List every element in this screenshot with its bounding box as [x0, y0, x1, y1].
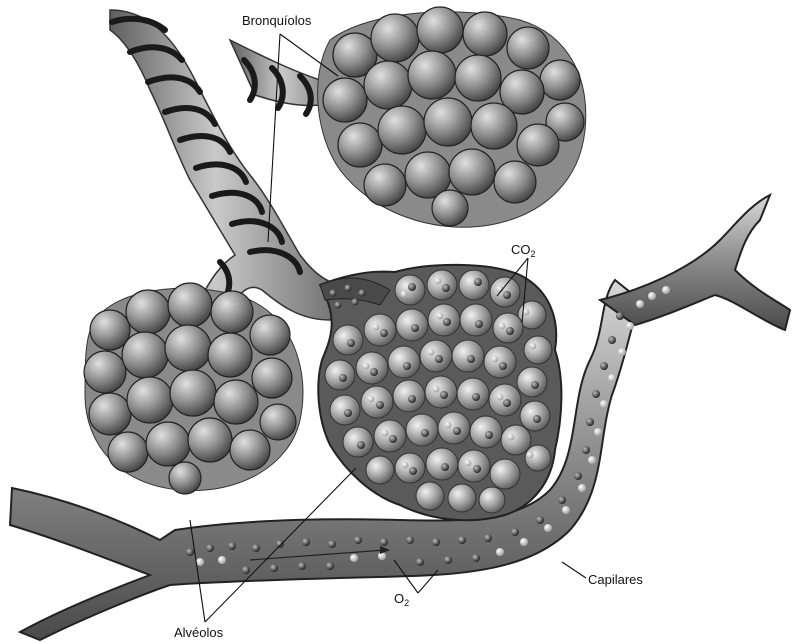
alveolar-cluster-upper	[318, 7, 586, 227]
label-capilares: Capilares	[588, 573, 643, 586]
label-co2: CO2	[511, 243, 536, 259]
label-alveolos: Alvéolos	[174, 626, 223, 639]
alveolar-cluster-lower	[84, 283, 303, 494]
label-o2-subscript: 2	[404, 598, 409, 608]
alveolar-cluster-cutaway	[318, 265, 561, 520]
label-co2-base: CO	[511, 242, 531, 257]
label-co2-subscript: 2	[531, 249, 536, 259]
label-o2-base: O	[394, 591, 404, 606]
bronchiole-tubes	[110, 10, 345, 320]
label-o2: O2	[394, 592, 409, 608]
label-bronquiolos: Bronquíolos	[242, 14, 311, 27]
